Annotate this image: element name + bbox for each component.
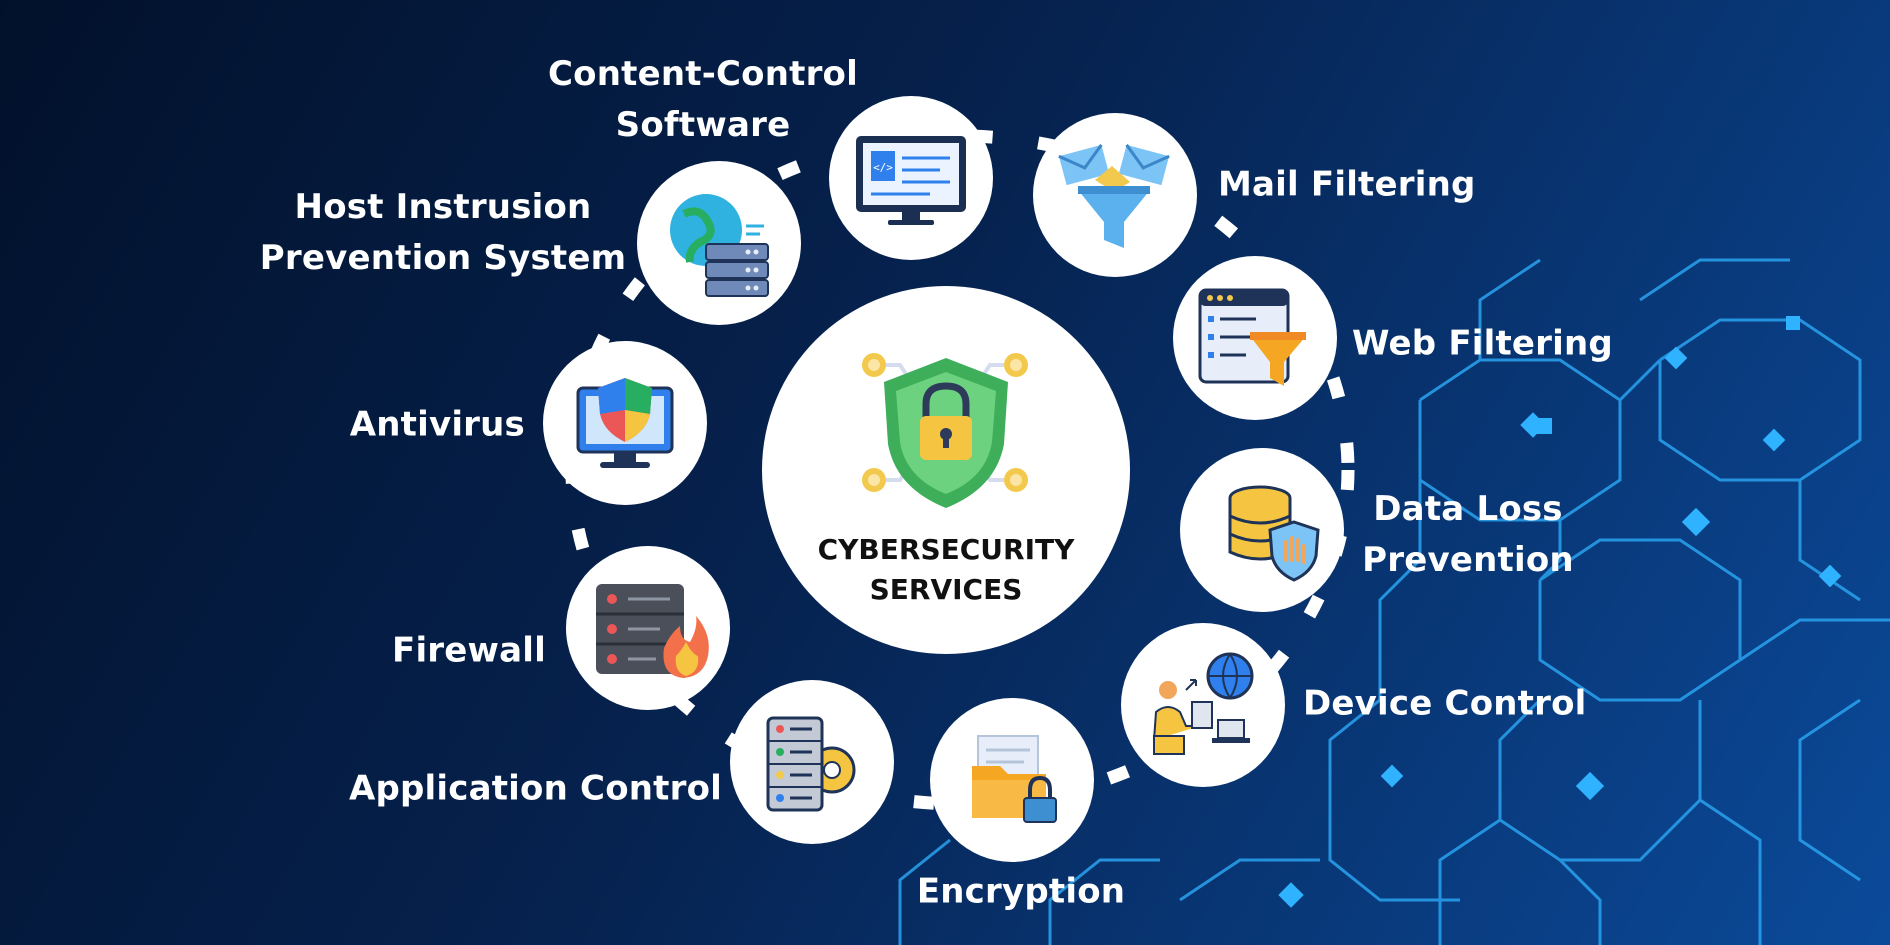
label-data-loss-prevention: Data Loss Prevention <box>1362 484 1574 586</box>
monitor-shield-icon <box>576 378 674 468</box>
circuit-nodes <box>1278 316 1842 908</box>
label-web-filtering: Web Filtering <box>1352 319 1613 370</box>
server-fire-icon <box>596 584 709 678</box>
user-devices-icon <box>1153 652 1254 755</box>
label-line: Encryption <box>916 871 1126 912</box>
label-device-control: Device Control <box>1303 679 1587 730</box>
circuit-background <box>898 258 1890 945</box>
center-title: CYBERSECURITY SERVICES <box>818 530 1075 610</box>
database-shield-icon <box>1228 485 1320 582</box>
folder-lock-icon <box>972 735 1057 823</box>
monitor-code-icon: </> <box>856 136 966 225</box>
center-title-line2: SERVICES <box>869 573 1023 606</box>
label-line: Data Loss <box>1373 489 1563 529</box>
label-content-control: Content-Control Software <box>548 49 858 151</box>
label-line: Software <box>615 105 791 145</box>
shield-lock-icon <box>862 353 1028 508</box>
label-antivirus: Antivirus <box>350 400 525 451</box>
label-mail-filtering: Mail Filtering <box>1218 160 1476 211</box>
svg-text:</>: </> <box>873 161 893 174</box>
label-line: Prevention System <box>259 238 627 278</box>
label-line: Content-Control <box>548 54 858 94</box>
label-line: Prevention <box>1362 540 1574 580</box>
browser-funnel-icon <box>1198 288 1306 386</box>
label-line: Host Instrusion <box>294 187 592 227</box>
label-line: Application Control <box>348 768 722 809</box>
globe-server-icon <box>670 194 769 297</box>
label-line: Web Filtering <box>1352 323 1613 364</box>
label-line: Antivirus <box>349 404 525 445</box>
label-line: Mail Filtering <box>1218 164 1476 205</box>
label-firewall: Firewall <box>392 626 546 677</box>
label-line: Firewall <box>392 630 546 671</box>
label-line: Device Control <box>1303 683 1587 724</box>
server-gear-icon <box>766 716 856 812</box>
center-title-line1: CYBERSECURITY <box>817 533 1075 566</box>
label-encryption: Encryption <box>917 867 1125 918</box>
label-hips: Host Instrusion Prevention System <box>260 182 627 284</box>
label-application-control: Application Control <box>349 764 722 815</box>
mail-funnel-icon <box>1058 143 1170 248</box>
